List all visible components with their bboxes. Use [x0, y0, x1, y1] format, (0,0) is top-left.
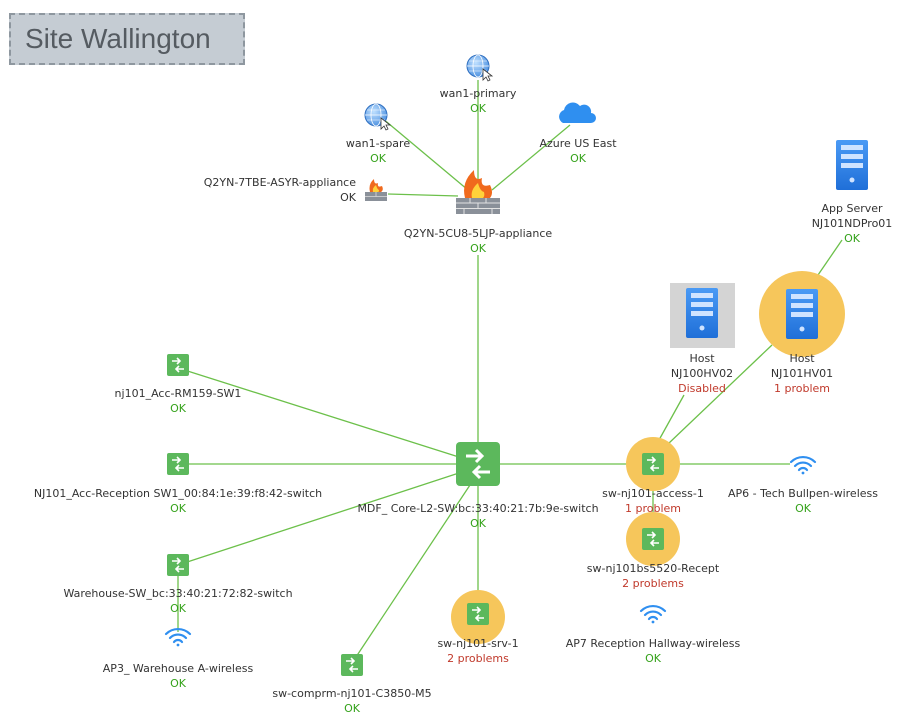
server-icon[interactable]	[786, 289, 818, 339]
switch-icon[interactable]	[467, 603, 489, 625]
site-title: Site Wallington	[9, 13, 245, 65]
node-status-warehouse-sw: OK	[170, 602, 186, 615]
node-label-access1[interactable]: sw-nj101-access-1	[602, 487, 704, 500]
node-status-recept5520: 2 problems	[622, 577, 684, 590]
node-status-wan1-primary: OK	[470, 102, 486, 115]
globe-icon[interactable]	[364, 103, 392, 131]
switch-icon[interactable]	[167, 453, 189, 475]
node-label-hv01-host: NJ101HV01	[770, 367, 834, 380]
wifi-icon[interactable]	[789, 455, 817, 475]
node-label-rm159[interactable]: nj101_Acc-RM159-SW1	[114, 387, 242, 400]
link-rm159-core	[177, 367, 463, 459]
node-label-ap6[interactable]: AP6 - Tech Bullpen-wireless	[728, 487, 878, 500]
link-wan1spare-ljp	[381, 117, 469, 191]
node-status-ljp: OK	[470, 242, 486, 255]
node-status-ap6: OK	[795, 502, 811, 515]
node-label-core[interactable]: MDF_ Core-L2-SW:bc:33:40:21:7b:9e-switch	[357, 502, 599, 515]
node-label-hv02-host: NJ100HV02	[670, 367, 734, 380]
node-status-wan1-spare: OK	[370, 152, 386, 165]
node-status-app-server: OK	[844, 232, 860, 245]
node-label-ap3[interactable]: AP3_ Warehouse A-wireless	[102, 662, 254, 675]
node-label-azure[interactable]: Azure US East	[539, 137, 617, 150]
link-hv01-appserver	[817, 239, 843, 276]
switch-icon[interactable]	[642, 453, 664, 475]
node-label-ap7[interactable]: AP7 Reception Hallway-wireless	[565, 637, 741, 650]
firewall-icon[interactable]	[365, 179, 387, 201]
switch-icon[interactable]	[167, 354, 189, 376]
link-access1-hv02	[658, 394, 685, 441]
link-access1-hv01	[667, 344, 773, 445]
node-status-asyr: OK	[340, 191, 356, 204]
node-label-app-server-host: NJ101NDPro01	[811, 217, 893, 230]
link-azure-ljp	[491, 124, 571, 191]
globe-icon[interactable]	[466, 54, 494, 82]
switch-icon[interactable]	[341, 654, 363, 676]
node-label-ljp[interactable]: Q2YN-5CU8-5LJP-appliance	[403, 227, 553, 240]
link-asyr-ljp	[387, 193, 459, 197]
wifi-icon[interactable]	[639, 604, 667, 624]
node-status-ap3: OK	[170, 677, 186, 690]
switch-icon[interactable]	[167, 554, 189, 576]
node-label-c3850[interactable]: sw-comprm-nj101-C3850-M5	[272, 687, 432, 700]
link-c3850-core	[351, 481, 473, 664]
node-status-access1: 1 problem	[624, 502, 682, 515]
switch-icon[interactable]	[456, 442, 500, 486]
node-label-recept5520[interactable]: sw-nj101bs5520-Recept	[586, 562, 720, 575]
node-label-hv02[interactable]: Host	[689, 352, 715, 365]
node-status-azure: OK	[570, 152, 586, 165]
node-status-core: OK	[470, 517, 486, 530]
node-label-srv1[interactable]: sw-nj101-srv-1	[437, 637, 519, 650]
node-label-warehouse-sw[interactable]: Warehouse-SW_bc:33:40:21:72:82-switch	[63, 587, 293, 600]
node-label-app-server[interactable]: App Server	[821, 202, 883, 215]
server-icon[interactable]	[836, 140, 868, 190]
node-status-hv01: 1 problem	[773, 382, 831, 395]
node-status-c3850: OK	[344, 702, 360, 715]
node-status-rm159: OK	[170, 402, 186, 415]
wifi-icon[interactable]	[164, 627, 192, 647]
node-label-asyr[interactable]: Q2YN-7TBE-ASYR-appliance	[203, 176, 356, 189]
node-status-srv1: 2 problems	[447, 652, 509, 665]
node-label-wan1-spare[interactable]: wan1-spare	[345, 137, 411, 150]
server-icon[interactable]	[686, 288, 718, 338]
link-warehouse-core	[177, 471, 463, 566]
node-label-wan1-primary[interactable]: wan1-primary	[439, 87, 517, 100]
cloud-icon[interactable]	[559, 102, 596, 123]
node-status-hv02: Disabled	[678, 382, 726, 395]
switch-icon[interactable]	[642, 528, 664, 550]
node-status-reception-sw: OK	[170, 502, 186, 515]
node-status-ap7: OK	[645, 652, 661, 665]
node-label-hv01[interactable]: Host	[789, 352, 815, 365]
links	[177, 80, 843, 664]
node-label-reception-sw[interactable]: NJ101_Acc-Reception SW1_00:84:1e:39:f8:4…	[33, 487, 323, 500]
firewall-icon[interactable]	[456, 170, 500, 214]
